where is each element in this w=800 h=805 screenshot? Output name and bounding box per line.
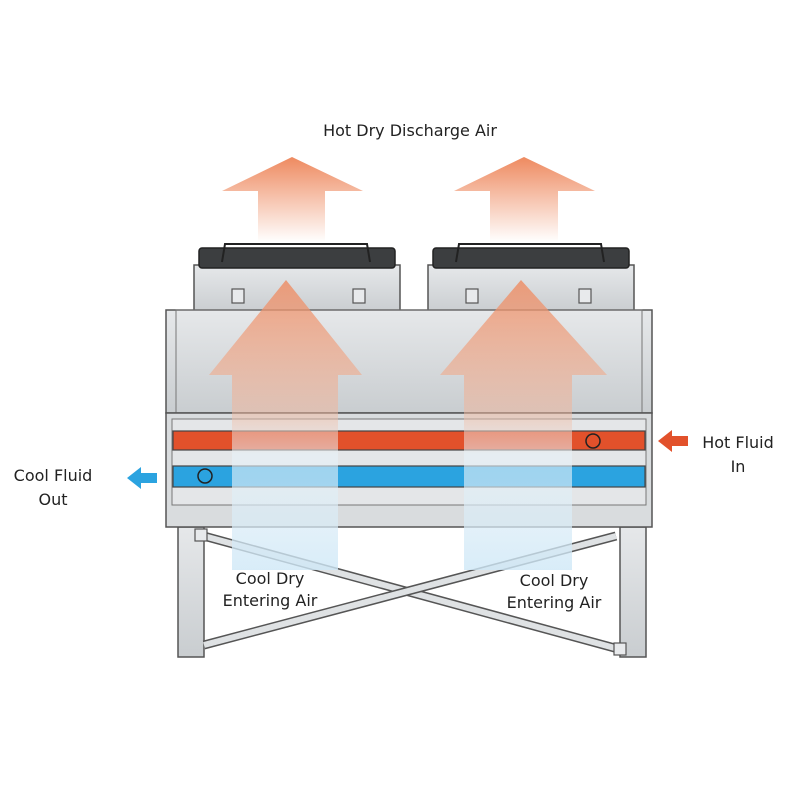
airflow-arrow-right [440, 280, 607, 570]
cool-fluid-out-label-2: Out [38, 490, 68, 509]
hot-fluid-in-label-2: In [730, 457, 746, 476]
discharge-arrow-left [222, 157, 363, 242]
left-entering-air-label-2: Entering Air [222, 591, 318, 610]
fan-left [193, 243, 401, 314]
cool-fluid-out-label-1: Cool Fluid [13, 466, 93, 485]
cool-pipe-outlet [197, 468, 213, 484]
discharge-air-label: Hot Dry Discharge Air [323, 121, 497, 140]
cool-fluid-out-arrow [127, 467, 157, 489]
airflow-arrow-left [209, 280, 362, 570]
hot-fluid-in-label-1: Hot Fluid [702, 433, 774, 452]
discharge-arrow-right [454, 157, 595, 242]
right-entering-air-label-2: Entering Air [506, 593, 602, 612]
hot-pipe-inlet [585, 433, 601, 449]
left-entering-air-label-1: Cool Dry [235, 569, 305, 588]
right-entering-air-label-1: Cool Dry [519, 571, 589, 590]
hot-fluid-in-arrow [658, 430, 688, 452]
